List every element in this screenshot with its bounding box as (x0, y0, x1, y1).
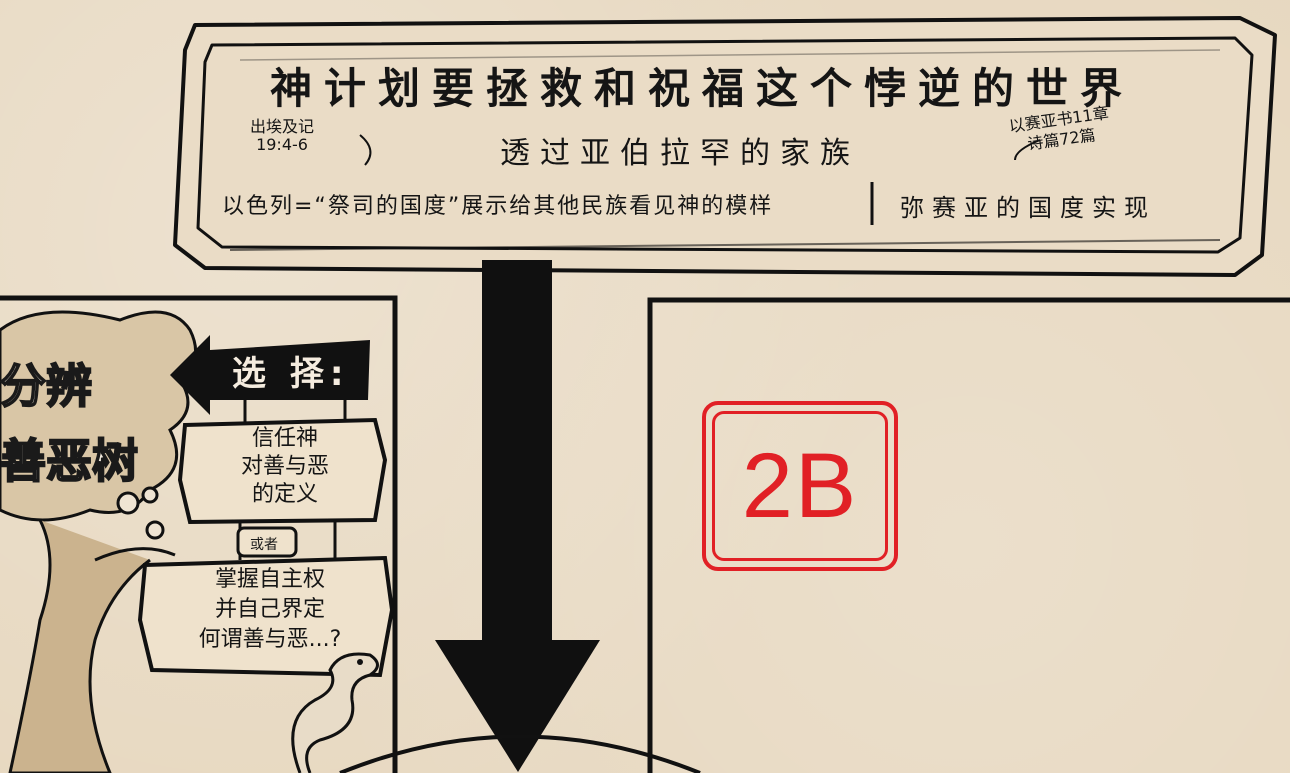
tree-illustration (0, 310, 198, 773)
right-panel-frame (647, 297, 1290, 773)
sign-text-1: 信任神 对善与恶 的定义 (240, 426, 329, 507)
sign-board-1 (177, 417, 388, 525)
banner-subtitle: 透过亚伯拉罕的家族 (500, 136, 860, 171)
bottom-globe-outline (339, 734, 701, 773)
banner-line-right: 弥赛亚的国度实现 (900, 194, 1156, 222)
banner-frame (173, 16, 1277, 277)
banner-title: 神计划要拯救和祝福这个悖逆的世界 (270, 64, 1135, 113)
snake-eye-icon (357, 659, 363, 665)
tree-label-1: 分辨 (0, 358, 93, 414)
choose-label: 选 择: (232, 354, 350, 394)
tree-label-2: 善恶树 (0, 433, 139, 489)
banner-ref-left: 出埃及记 19:4-6 (250, 117, 315, 154)
sign-board-2 (137, 555, 395, 678)
choose-arrow-sign (170, 335, 370, 415)
section-badge-label: 2B (741, 434, 859, 537)
down-arrow-icon (435, 260, 600, 772)
section-badge: 2B (702, 401, 898, 571)
or-tag-text: 或者 (250, 537, 278, 553)
banner-line-left: 以色列=“祭司的国度”展示给其他民族看见神的模样 (222, 194, 774, 219)
sign-text-2: 掌握自主权 并自己界定 何谓善与恶...? (198, 567, 342, 652)
ref-arrow-right-icon (1014, 139, 1041, 161)
left-panel-frame (0, 295, 398, 773)
or-tag-plate (236, 526, 298, 558)
snake-icon (291, 652, 379, 773)
ref-arrow-left-icon (359, 134, 372, 166)
